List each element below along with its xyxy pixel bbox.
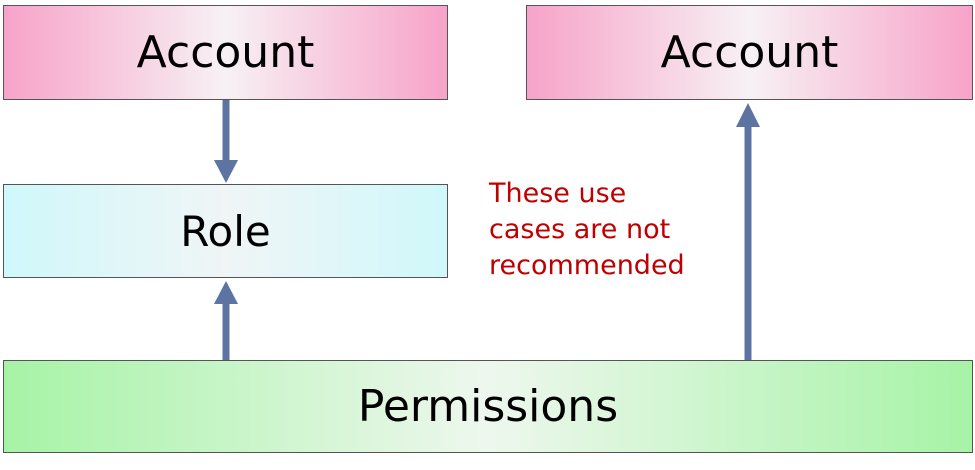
account-box-left: Account bbox=[3, 5, 448, 100]
account-right-label: Account bbox=[660, 27, 839, 78]
role-label: Role bbox=[180, 206, 271, 256]
permissions-label: Permissions bbox=[357, 381, 619, 432]
role-box: Role bbox=[3, 184, 448, 278]
account-box-right: Account bbox=[526, 5, 973, 100]
arrow-permissions-to-role bbox=[214, 281, 238, 360]
account-left-label: Account bbox=[136, 27, 315, 78]
permissions-box: Permissions bbox=[3, 360, 973, 453]
arrow-permissions-to-account bbox=[736, 103, 760, 360]
not-recommended-note: These use cases are not recommended bbox=[489, 178, 685, 281]
arrow-account-to-role bbox=[214, 100, 238, 183]
